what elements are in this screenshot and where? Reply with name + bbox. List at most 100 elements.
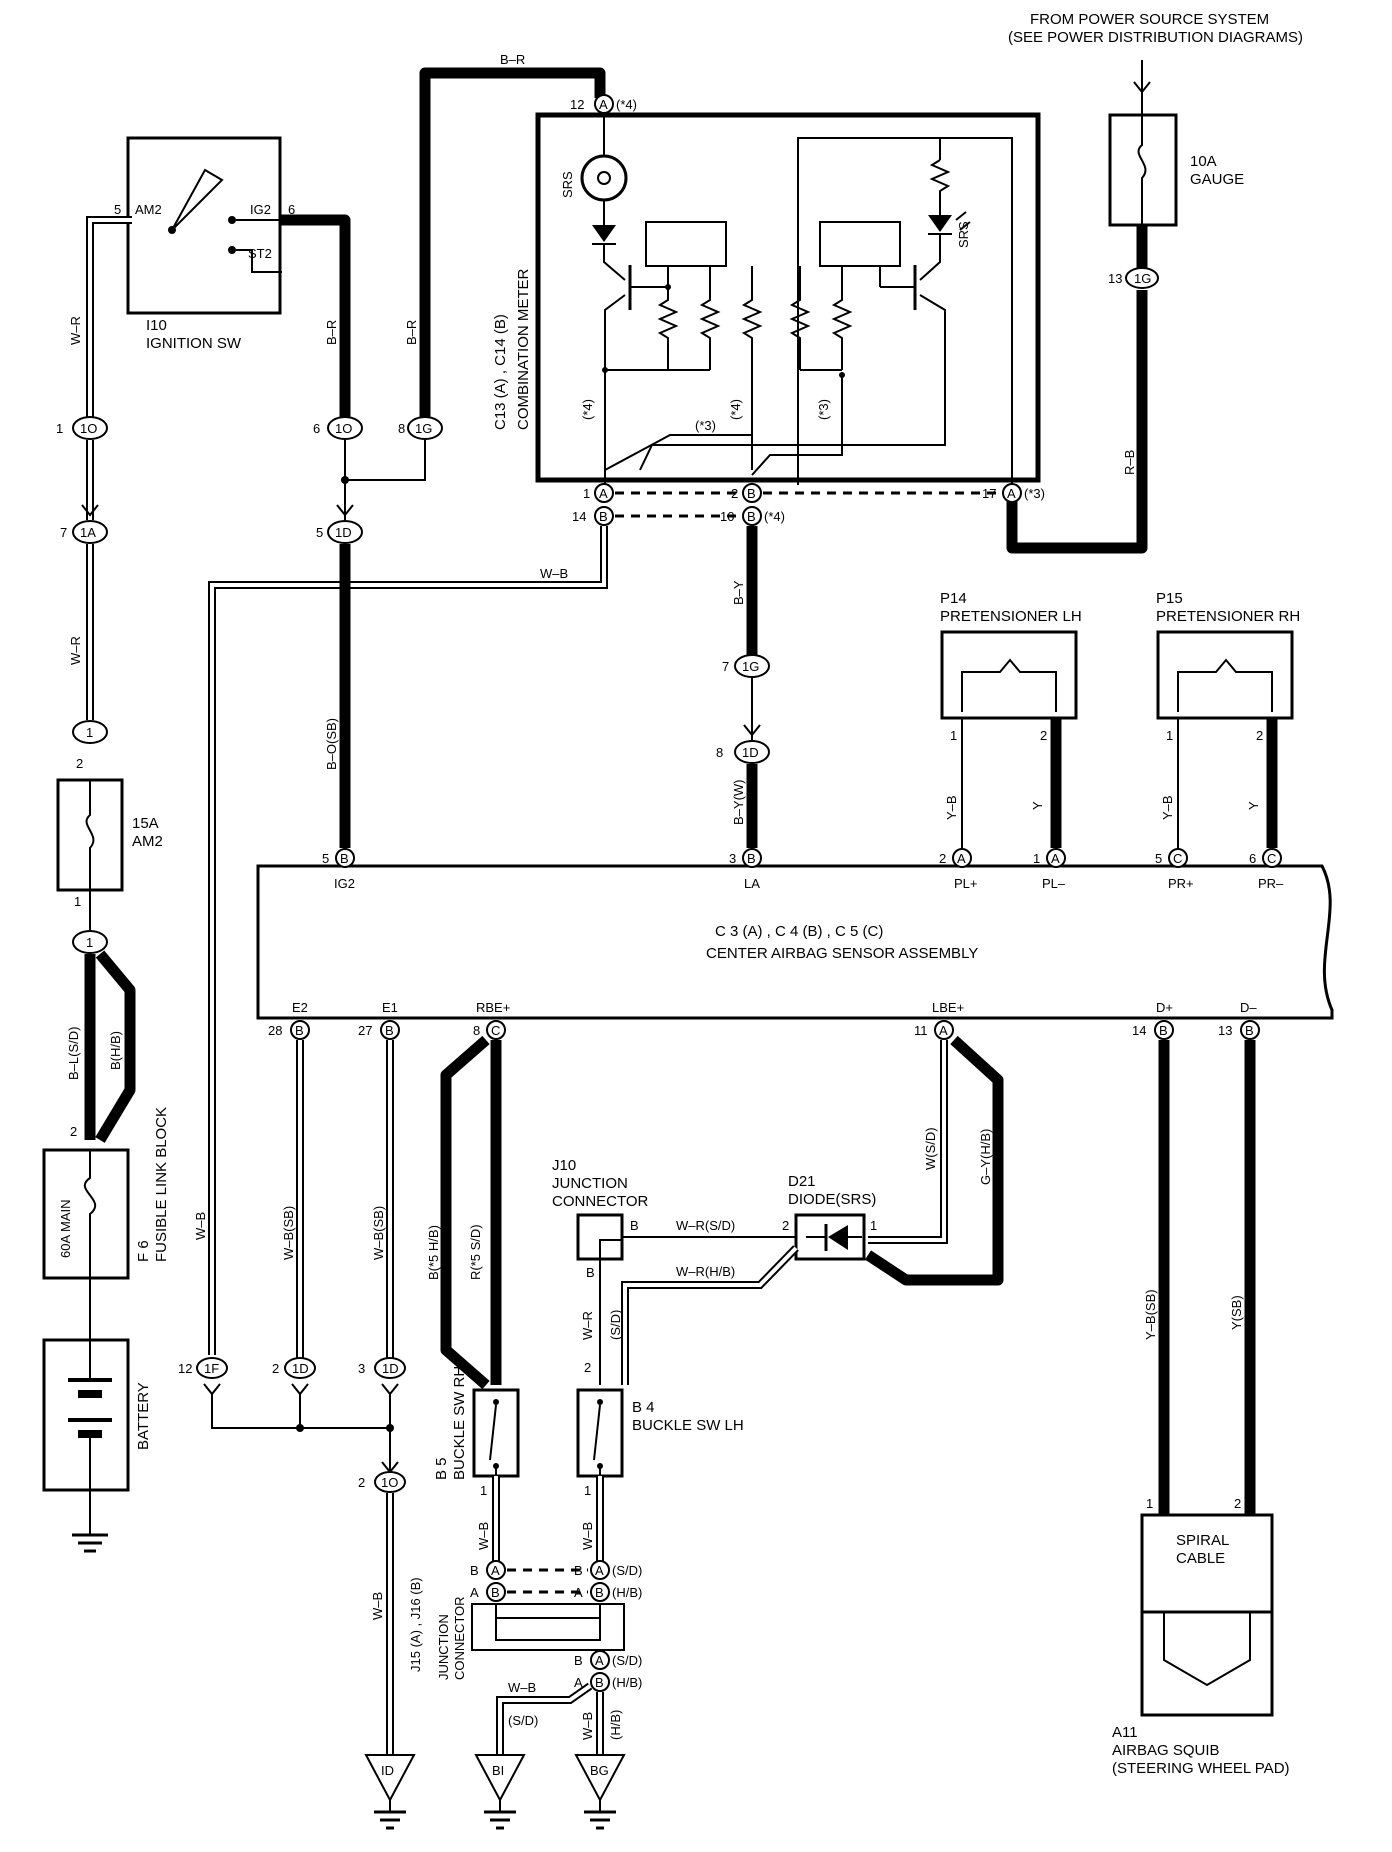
- svg-text:1: 1: [1166, 728, 1173, 743]
- ig-st2-label: ST2: [248, 246, 272, 261]
- wire-label-wrhb: W–R(H/B): [676, 1264, 735, 1279]
- pretensioner-lh-name: PRETENSIONER LH: [940, 608, 1082, 625]
- wire-label-wb-id: W–B: [370, 1592, 385, 1620]
- svg-text:1: 1: [56, 421, 63, 436]
- wire-label-r5sd: R(*5 S/D): [468, 1224, 483, 1280]
- spiral-cable-line1: SPIRAL: [1176, 1532, 1229, 1549]
- buckle-switch-lh: B 4 BUCKLE SW LH: [576, 1388, 744, 1478]
- terminal-d-minus: D–: [1240, 1000, 1257, 1015]
- svg-text:1O: 1O: [80, 421, 97, 436]
- ignition-switch: AM2 IG2 ST2 5 6 I10 IGNITION SW: [114, 136, 295, 352]
- wire-label-wr-1: W–R: [68, 316, 83, 345]
- note-4-b: (*4): [728, 399, 743, 420]
- buckle-lh-id: B 4: [632, 1399, 655, 1416]
- wire-label-yb-rh: Y–B: [1160, 795, 1175, 820]
- svg-text:1: 1: [950, 728, 957, 743]
- note-4-a: (*4): [580, 399, 595, 420]
- ignition-switch-name: IGNITION SW: [146, 335, 242, 352]
- svg-text:13: 13: [1108, 271, 1122, 286]
- svg-text:2: 2: [782, 1218, 789, 1233]
- svg-text:(*4): (*4): [616, 97, 637, 112]
- terminal-rbe-plus: RBE+: [476, 1000, 510, 1015]
- svg-text:2: 2: [1256, 728, 1263, 743]
- svg-text:3: 3: [729, 851, 736, 866]
- svg-text:B: B: [747, 486, 756, 501]
- svg-text:1O: 1O: [381, 1475, 398, 1490]
- diode-name: DIODE(SRS): [788, 1191, 876, 1208]
- svg-text:A: A: [470, 1585, 479, 1600]
- buckle-switch-rh: B 5 BUCKLE SW RH: [433, 1366, 520, 1480]
- airbag-squib-line1: AIRBAG SQUIB: [1112, 1742, 1220, 1759]
- terminal-pl-plus: PL+: [954, 876, 978, 891]
- junction-j15-name2: CONNECTOR: [452, 1596, 467, 1680]
- svg-text:B: B: [295, 1023, 304, 1038]
- svg-text:1O: 1O: [335, 421, 352, 436]
- ig-pin-am2: 5: [114, 202, 121, 217]
- svg-text:8: 8: [473, 1023, 480, 1038]
- svg-text:1G: 1G: [742, 659, 759, 674]
- svg-text:1D: 1D: [335, 525, 352, 540]
- svg-text:1: 1: [480, 1483, 487, 1498]
- svg-text:28: 28: [268, 1023, 282, 1038]
- terminal-pr-plus: PR+: [1168, 876, 1194, 891]
- wire-label-wb-left: W–B: [193, 1212, 208, 1240]
- svg-text:2: 2: [1040, 728, 1047, 743]
- svg-text:6: 6: [1249, 851, 1256, 866]
- buckle-rh-name: BUCKLE SW RH: [451, 1366, 468, 1480]
- svg-text:1A: 1A: [80, 525, 96, 540]
- svg-text:B: B: [747, 509, 756, 524]
- terminal-lbe-plus: LBE+: [932, 1000, 964, 1015]
- fuse-am2-rating: 15A: [132, 815, 159, 832]
- svg-text:C: C: [1267, 851, 1276, 866]
- junction-j15-name: JUNCTION: [436, 1614, 451, 1680]
- svg-text:B: B: [630, 1218, 639, 1233]
- svg-text:2: 2: [70, 1124, 77, 1139]
- wire-label-br-1: B–R: [324, 320, 339, 345]
- diode-d21: D21 DIODE(SRS) 1 2: [782, 1173, 877, 1261]
- center-sensor-ids: C 3 (A) , C 4 (B) , C 5 (C): [715, 923, 883, 940]
- svg-text:1F: 1F: [204, 1361, 219, 1376]
- svg-text:A: A: [599, 486, 608, 501]
- pretensioner-lh: P14 PRETENSIONER LH: [940, 590, 1082, 720]
- battery-name: BATTERY: [135, 1382, 152, 1450]
- svg-text:1: 1: [1033, 851, 1040, 866]
- wire-label-y-lh: Y: [1030, 801, 1045, 810]
- wire-label-sd-bi: (S/D): [508, 1713, 538, 1728]
- wire-label-ybsb: Y–B(SB): [1143, 1289, 1158, 1340]
- terminal-pl-minus: PL–: [1042, 876, 1066, 891]
- label-sd-1: (S/D): [612, 1563, 642, 1578]
- ground-id-label: ID: [381, 1763, 394, 1778]
- wire-label-wb-bi: W–B: [508, 1680, 536, 1695]
- wire-label-wb-lh: W–B: [580, 1522, 595, 1550]
- ig-pin-ig2: 6: [288, 202, 295, 217]
- svg-text:B: B: [574, 1653, 583, 1668]
- wire-label-sd-j10: (S/D): [608, 1310, 623, 1340]
- svg-text:B: B: [586, 1265, 595, 1280]
- label-sd-2: (S/D): [612, 1653, 642, 1668]
- ground-id: ID: [364, 1754, 416, 1830]
- svg-text:12: 12: [178, 1361, 192, 1376]
- ig-am2-label: AM2: [135, 202, 162, 217]
- terminal-ig2: IG2: [334, 876, 355, 891]
- svg-text:1G: 1G: [1134, 271, 1151, 286]
- svg-text:12: 12: [570, 97, 584, 112]
- svg-text:A: A: [957, 851, 966, 866]
- wire-label-wb-bg: W–B: [580, 1712, 595, 1740]
- center-airbag-sensor: C 3 (A) , C 4 (B) , C 5 (C) CENTER AIRBA…: [256, 864, 1334, 1020]
- terminal-d-plus: D+: [1156, 1000, 1173, 1015]
- svg-text:7: 7: [722, 659, 729, 674]
- ground-bg: BG: [574, 1754, 626, 1830]
- wire-label-wbsb-e2: W–B(SB): [281, 1206, 296, 1260]
- svg-text:1D: 1D: [382, 1361, 399, 1376]
- svg-text:B: B: [491, 1585, 500, 1600]
- terminal-e2: E2: [292, 1000, 308, 1015]
- svg-text:11: 11: [914, 1023, 928, 1038]
- wire-label-wrsd: W–R(S/D): [676, 1218, 735, 1233]
- svg-text:A: A: [574, 1675, 583, 1690]
- pretensioner-rh-id: P15: [1156, 590, 1183, 607]
- svg-text:B: B: [595, 1585, 604, 1600]
- wire-label-wr-j10: W–R: [580, 1311, 595, 1340]
- wire-label-b5hb: B(*5 H/B): [426, 1225, 441, 1280]
- svg-text:27: 27: [358, 1023, 372, 1038]
